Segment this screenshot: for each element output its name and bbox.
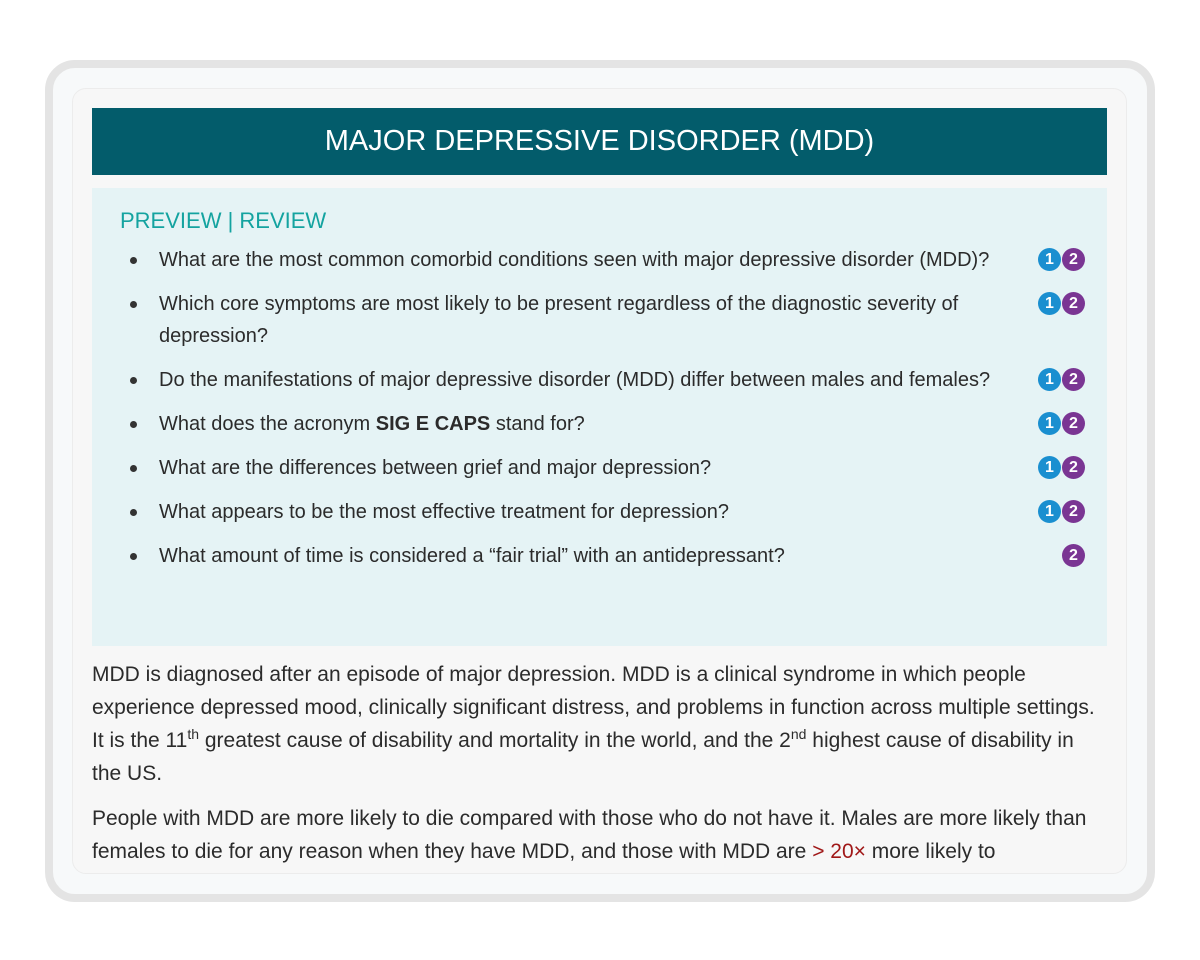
badge-1-icon[interactable]: 1 (1038, 292, 1061, 315)
badge-1-icon[interactable]: 1 (1038, 368, 1061, 391)
page-title: MAJOR DEPRESSIVE DISORDER (MDD) (92, 108, 1107, 175)
preview-review-heading: PREVIEW | REVIEW (120, 208, 327, 233)
question-text: What amount of time is considered a “fai… (159, 545, 785, 567)
badge-1-icon[interactable]: 1 (1038, 412, 1061, 435)
paragraph-1: MDD is diagnosed after an episode of maj… (92, 658, 1107, 790)
p1-text-b: greatest cause of disability and mortali… (199, 729, 791, 752)
badge-2-icon[interactable]: 2 (1062, 248, 1085, 271)
question-item: What appears to be the most effective tr… (92, 496, 1107, 528)
question-text-post: stand for? (490, 413, 585, 435)
badge-2-icon[interactable]: 2 (1062, 412, 1085, 435)
question-text-bold: SIG E CAPS (375, 413, 491, 435)
p1-sup-th: th (187, 726, 200, 742)
p1-text-c: highest cause of disability in the US. (92, 729, 1074, 785)
badge-group: 2 (1062, 544, 1085, 567)
p2-text-a: People with MDD are more likely to die c… (92, 807, 1087, 863)
question-text: What does the acronym SIG E CAPS stand f… (159, 413, 585, 435)
question-text: Do the manifestations of major depressiv… (159, 369, 991, 391)
badge-2-icon[interactable]: 2 (1062, 500, 1085, 523)
question-text: What are the most common comorbid condit… (159, 249, 990, 271)
content-frame: MAJOR DEPRESSIVE DISORDER (MDD) PREVIEW … (45, 60, 1155, 902)
question-item: Do the manifestations of major depressiv… (92, 364, 1107, 396)
p1-text-a: MDD is diagnosed after an episode of maj… (92, 663, 1095, 752)
badge-2-icon[interactable]: 2 (1062, 368, 1085, 391)
badge-1-icon[interactable]: 1 (1038, 248, 1061, 271)
p1-sup-nd: nd (790, 726, 807, 742)
question-text: What are the differences between grief a… (159, 457, 712, 479)
badge-2-icon[interactable]: 2 (1062, 544, 1085, 567)
p2-text-b: more likely to (865, 840, 996, 863)
question-text: What appears to be the most effective tr… (159, 501, 729, 523)
question-item: What does the acronym SIG E CAPS stand f… (92, 408, 1107, 440)
preview-review-box: PREVIEW | REVIEW What are the most commo… (92, 188, 1107, 646)
question-text-pre: What does the acronym (159, 413, 376, 435)
question-item: What amount of time is considered a “fai… (92, 540, 1107, 572)
badge-1-icon[interactable]: 1 (1038, 500, 1061, 523)
badge-2-icon[interactable]: 2 (1062, 292, 1085, 315)
paragraph-2: People with MDD are more likely to die c… (92, 802, 1107, 868)
question-item: What are the differences between grief a… (92, 452, 1107, 484)
content-card: MAJOR DEPRESSIVE DISORDER (MDD) PREVIEW … (72, 88, 1127, 874)
question-list: What are the most common comorbid condit… (92, 244, 1107, 584)
question-text: Which core symptoms are most likely to b… (159, 293, 959, 347)
question-item: What are the most common comorbid condit… (92, 244, 1107, 276)
p2-highlight: > 20× (812, 840, 866, 863)
badge-1-icon[interactable]: 1 (1038, 456, 1061, 479)
badge-2-icon[interactable]: 2 (1062, 456, 1085, 479)
question-item: Which core symptoms are most likely to b… (92, 288, 1107, 352)
